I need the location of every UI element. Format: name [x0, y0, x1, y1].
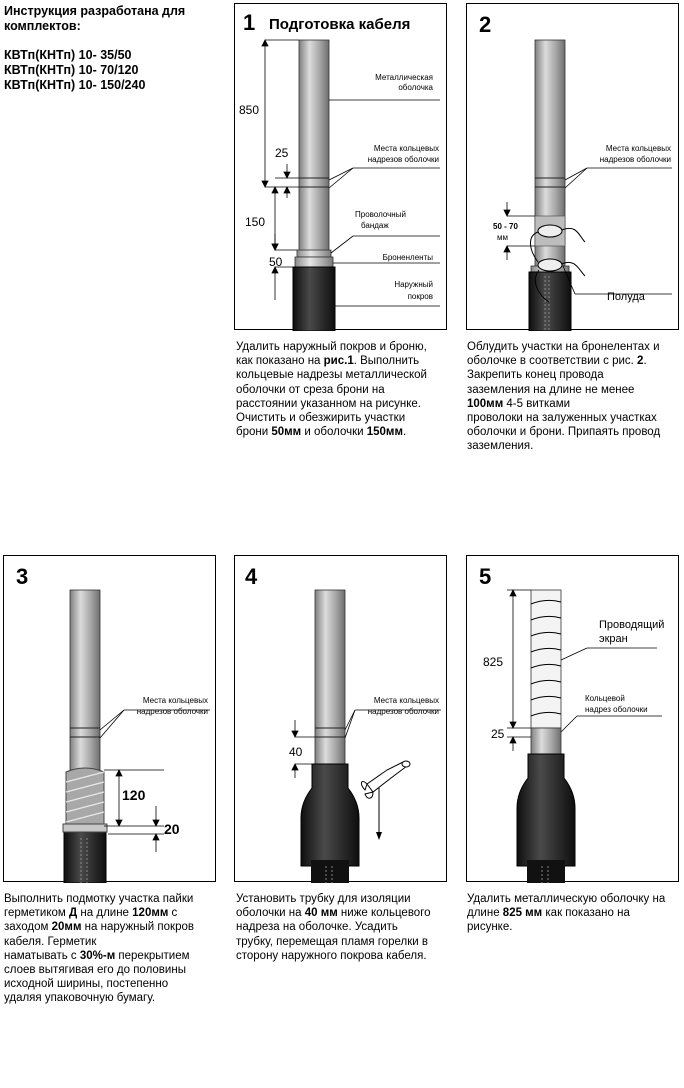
dim-850: 850	[239, 103, 259, 117]
wire-bandage	[296, 249, 332, 258]
panel-number: 5	[479, 564, 492, 589]
label-ring-cut: Кольцевой	[585, 694, 625, 703]
description-line: заземления.	[467, 440, 534, 453]
label-ring-cuts: Места кольцевых	[143, 696, 208, 705]
description-line: кольцевые надрезы металлической	[236, 369, 427, 382]
description-line: проволоки на залуженных участках	[467, 412, 657, 425]
description-line: удаляя упаковочную бумагу.	[4, 992, 156, 1005]
label-sheath: Металлическая	[375, 73, 433, 82]
armor-tapes	[294, 256, 334, 268]
description-line: 100мм 4-5 витками	[467, 397, 571, 410]
description-line: оболочки на 40 мм ниже кольцевого	[236, 907, 431, 920]
dim-25: 25	[275, 146, 289, 160]
doc-header: Инструкция разработана для комплектов: К…	[4, 4, 185, 93]
dim-40: 40	[289, 745, 303, 759]
kit-item: КВТп(КНТп) 10- 150/240	[4, 78, 146, 92]
panel-number: 4	[245, 564, 258, 589]
label-screen: экран	[599, 633, 628, 645]
label-ring-cuts: надрезов оболочки	[600, 155, 671, 164]
label-screen: Проводящий	[599, 619, 664, 631]
description-line: длине 825 мм как показано на	[467, 907, 630, 920]
dim-50-70: 50 - 70	[493, 222, 518, 231]
figure-2-tinning: 50 - 70 мм Места кольцевых надрезов обол…	[493, 39, 672, 331]
dim-825: 825	[483, 655, 503, 669]
panel-1-description: Удалить наружный покров и броню, как пока…	[236, 340, 427, 439]
header-line-2: комплектов:	[4, 19, 81, 33]
description-line: заходом 20мм на наружный покров	[4, 921, 194, 934]
figure-4-tube-shrink: 40 Места кольцевых надрезов оболочки	[289, 589, 441, 883]
figure-5-sheath-removal: 825 25 Проводящий экран Кольцевой надрез…	[483, 589, 664, 883]
description-line: Установить трубку для изоляции	[236, 893, 411, 905]
description-line: надреза на оболочке. Усадить	[236, 921, 398, 934]
label-ring-cuts: надрезов оболочки	[137, 707, 208, 716]
label-ring-cuts: Места кольцевых	[374, 696, 439, 705]
description-line: заземления на длине не менее	[467, 383, 635, 396]
metal-sheath	[298, 39, 330, 253]
label-armor-tapes: Броненленты	[383, 253, 434, 262]
dim-mm: мм	[497, 233, 508, 242]
description-line: Удалить металлическую оболочку на	[467, 893, 666, 905]
panel-5-description: Удалить металлическую оболочку на длине 8…	[467, 892, 665, 935]
label-ring-cuts: Места кольцевых	[606, 144, 671, 153]
label-ring-cuts: надрезов оболочки	[368, 155, 439, 164]
label-sheath: оболочка	[398, 83, 433, 92]
description-line: брони 50мм и оболочки 150мм.	[236, 426, 407, 439]
panel-1: 850 25 150 50 Металлическая оболочка Мес…	[234, 3, 447, 331]
outer-cover	[292, 266, 336, 331]
label-wire-bandage: бандаж	[361, 221, 389, 230]
description-line: слоев вытягивая его до половины	[4, 964, 186, 977]
description-line: Очистить и обезжирить участки	[236, 412, 406, 425]
panel-title: Подготовка кабеля	[269, 16, 411, 33]
panel-5: 825 25 Проводящий экран Кольцевой надрез…	[466, 555, 679, 883]
description-line: оболочке в соответствии с рис. 2.	[467, 355, 647, 368]
header-line-1: Инструкция разработана для	[4, 4, 186, 18]
panel-number: 1	[243, 10, 256, 35]
label-wire-bandage: Проволочный	[355, 210, 406, 219]
figure-1-cable-preparation: 850 25 150 50 Металлическая оболочка Мес…	[239, 39, 440, 331]
panel-4-description: Установить трубку для изоляции оболочки н…	[236, 892, 431, 963]
label-ring-cut: надрез оболочки	[585, 705, 648, 714]
dim-20: 20	[164, 821, 180, 837]
dim-50: 50	[269, 255, 283, 269]
panel-number: 2	[479, 12, 492, 37]
description-line: Закрепить конец провода	[467, 369, 604, 382]
description-line: исходной ширины, постепенно	[4, 978, 169, 991]
description-line: кабеля. Герметик	[4, 935, 97, 948]
description-line: Облудить участки на бронелентах и	[467, 341, 660, 353]
panel-3-description: Выполнить подмотку участка пайки герметик…	[4, 892, 194, 1006]
description-line: рисунке.	[467, 921, 513, 934]
dim-120: 120	[122, 787, 146, 803]
panel-2: 50 - 70 мм Места кольцевых надрезов обол…	[466, 3, 679, 331]
label-ring-cuts: Места кольцевых	[374, 144, 439, 153]
description-line: оболочки и брони. Припаять провод	[467, 426, 661, 439]
label-ring-cuts: надрезов оболочки	[368, 707, 439, 716]
description-line: оболочки от среза брони на	[236, 383, 385, 396]
kit-item: КВТп(КНТп) 10- 35/50	[4, 48, 132, 62]
label-outer-cover: Наружный	[394, 280, 433, 289]
dim-25: 25	[491, 727, 505, 741]
description-line: как показано на рис.1. Выполнить	[236, 355, 420, 368]
description-line: Удалить наружный покров и броню,	[236, 341, 427, 353]
description-line: Выполнить подмотку участка пайки	[4, 893, 194, 905]
description-line: герметиком Д на длине 120мм с	[4, 907, 178, 920]
panel-number: 3	[16, 564, 29, 589]
panel-4: 40 Места кольцевых надрезов оболочки 4	[234, 555, 447, 883]
figure-3-sealant-wrap: 120 20 Места кольцевых надрезов оболочки	[62, 589, 210, 883]
description-line: трубку, перемещая пламя горелки в	[236, 935, 429, 948]
kit-item: КВТп(КНТп) 10- 70/120	[4, 63, 139, 77]
dim-150: 150	[245, 215, 265, 229]
description-line: наматывать с 30%-м перекрытием	[4, 949, 190, 962]
description-line: расстоянии указанном на рисунке.	[236, 397, 421, 410]
label-solder: Полуда	[607, 291, 646, 303]
panel-3: 120 20 Места кольцевых надрезов оболочки…	[3, 555, 216, 883]
panel-2-description: Облудить участки на бронелентах и оболочк…	[467, 340, 660, 454]
description-line: сторону наружного покрова кабеля.	[236, 949, 427, 962]
label-outer-cover: покров	[408, 292, 433, 301]
